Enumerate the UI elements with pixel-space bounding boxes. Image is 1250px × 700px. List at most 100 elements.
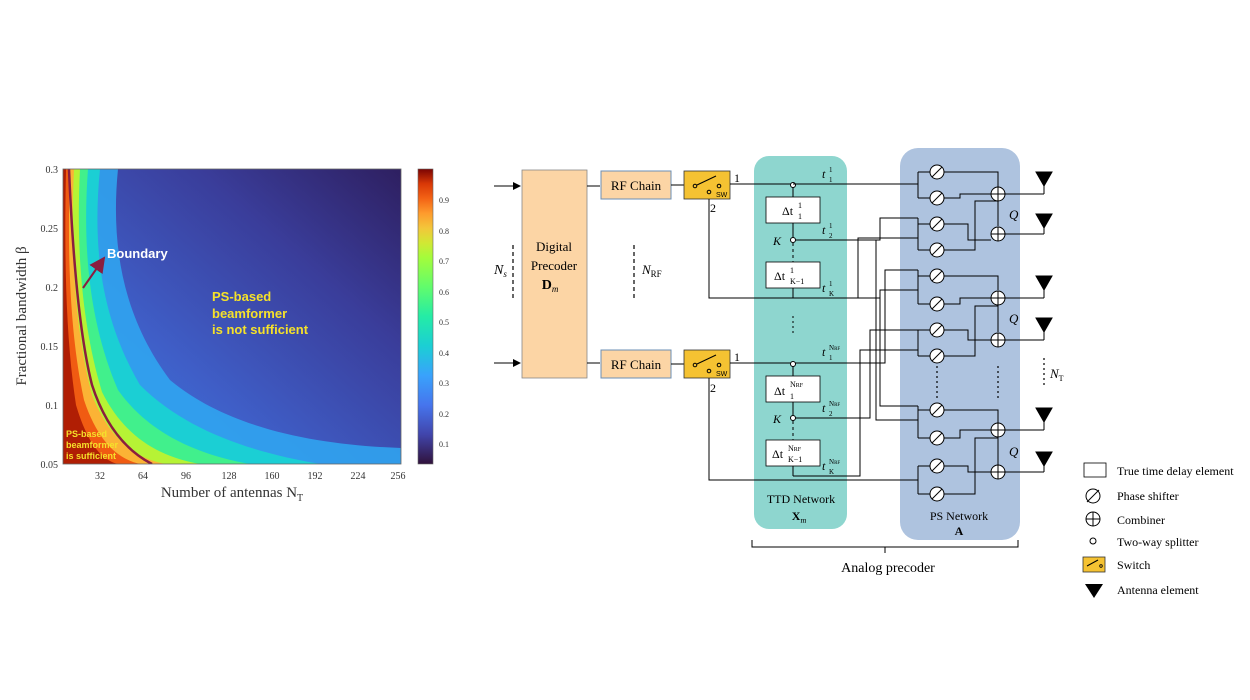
- ttd-sup: NRF: [788, 444, 802, 453]
- antenna: [1005, 275, 1053, 299]
- combiner: [990, 464, 1006, 480]
- ttd-sup-sub: RF: [796, 383, 804, 389]
- t-sub: 1: [829, 176, 833, 184]
- xtick-label: 224: [351, 471, 366, 482]
- t-sub: K: [829, 290, 834, 298]
- antenna-element-icon: [1085, 584, 1103, 598]
- t-sup-sub: RF: [834, 403, 840, 408]
- xtick-label: 160: [265, 471, 280, 482]
- t-sup: 1: [829, 280, 833, 288]
- digital-precoder-box: [521, 169, 588, 379]
- t-sup-sub: RF: [834, 347, 840, 352]
- nrf-label: NRF: [641, 262, 662, 279]
- true-time-delay-icon: [1083, 462, 1107, 478]
- t-label: t: [822, 401, 826, 415]
- colorbar: [417, 168, 434, 465]
- t-sup-main: N: [829, 400, 834, 408]
- ttd-sub: K−1: [790, 277, 804, 286]
- ttd-ps-wiring: [793, 183, 918, 477]
- ttd-element: [765, 375, 821, 403]
- combiner: [990, 186, 1006, 202]
- ttd-sub: K−1: [788, 455, 802, 464]
- ps-network-label: PS Network: [930, 509, 988, 523]
- t-label: t: [822, 281, 826, 295]
- k-label-1: K: [772, 234, 782, 248]
- sufficient-label-3: is sufficient: [66, 451, 116, 461]
- q-label: Q: [1009, 311, 1019, 326]
- port-2-bottom: 2: [710, 381, 716, 395]
- ttd-element-label: Δt: [774, 269, 786, 283]
- xtick-label: 64: [138, 471, 148, 482]
- combiner: [990, 422, 1006, 438]
- combiner: [990, 226, 1006, 242]
- x-axis-label-sub: T: [297, 493, 303, 504]
- t-sub: 2: [829, 410, 833, 418]
- ns-label-main: N: [493, 263, 504, 278]
- t-sub: K: [829, 468, 834, 476]
- cbar-tick: 0.2: [439, 410, 449, 419]
- boundary-arrow: [82, 256, 106, 289]
- phase-shifter-icon: [1085, 488, 1101, 504]
- ns-label: Ns: [493, 263, 507, 279]
- not-sufficient-label-2: beamformer: [212, 306, 287, 321]
- combiner: [990, 290, 1006, 306]
- nrf-label-main: N: [641, 262, 652, 277]
- cbar-tick: 0.4: [439, 349, 449, 358]
- ytick-label: 0.1: [46, 401, 59, 412]
- xtick-label: 32: [95, 471, 105, 482]
- antennas: [1005, 171, 1053, 473]
- k-label-2: K: [772, 412, 782, 426]
- t-sup: 1: [829, 222, 833, 230]
- cbar-tick: 0.9: [439, 196, 449, 205]
- sufficient-label-1: PS-based: [66, 429, 107, 439]
- analog-precoder-label: Analog precoder: [841, 561, 935, 576]
- nt-label-main: N: [1049, 366, 1060, 381]
- ns-label-sub: s: [503, 269, 507, 279]
- xtick-label: 128: [222, 471, 237, 482]
- cbar-tick: 0.6: [439, 288, 449, 297]
- legend-item-label: Two-way splitter: [1117, 535, 1198, 549]
- legend-item-label: Switch: [1117, 558, 1150, 572]
- ttd-element: [765, 439, 821, 467]
- splitter-icon: [1089, 537, 1097, 545]
- cbar-tick: 0.3: [439, 379, 449, 388]
- switch-icon: [1082, 556, 1106, 573]
- ps-network-var: A: [955, 524, 964, 538]
- t-label: t: [822, 459, 826, 473]
- x-axis-label-main: Number of antennas N: [161, 485, 297, 501]
- not-sufficient-label-1: PS-based: [212, 289, 271, 304]
- architecture-diagram: Ns Digital Precoder Dm NRF RF Chain RF C…: [493, 148, 1064, 576]
- ttd-var-main: X: [792, 509, 801, 523]
- legend: True time delay element Phase shifter Co…: [1082, 462, 1234, 598]
- legend-item-label: Antenna element: [1117, 583, 1199, 597]
- nt-label: NT: [1049, 366, 1064, 383]
- xtick-label: 192: [308, 471, 323, 482]
- cbar-tick: 0.5: [439, 318, 449, 327]
- colorbar-ticks: 0.9 0.8 0.7 0.6 0.5 0.4 0.3 0.2 0.1: [439, 196, 449, 449]
- t-sup-sub: RF: [834, 461, 840, 466]
- xtick-label: 256: [391, 471, 406, 482]
- legend-item-label: True time delay element: [1117, 464, 1234, 478]
- dt-base: Δt: [782, 204, 794, 218]
- ytick-label: 0.05: [41, 460, 59, 471]
- port-1-top: 1: [734, 171, 740, 185]
- ttd-element: [765, 196, 821, 224]
- switch-1: SW: [683, 170, 731, 200]
- port-1-bottom: 1: [734, 350, 740, 364]
- nrf-label-sub: RF: [651, 269, 662, 279]
- digital-var-main: D: [542, 278, 552, 293]
- t-sub: 1: [829, 354, 833, 362]
- ttd-sub: 1: [798, 212, 802, 221]
- analog-precoder-brace: [751, 540, 1019, 553]
- rf-chain-2-label: RF Chain: [611, 357, 662, 372]
- t-label: t: [822, 167, 826, 181]
- ytick-label: 0.3: [46, 165, 59, 176]
- legend-item-label: Combiner: [1117, 513, 1165, 527]
- ttd-sup-sub: RF: [794, 447, 802, 453]
- xtick-label: 96: [181, 471, 191, 482]
- boundary-curve: [67, 169, 153, 464]
- digital-var-sub: m: [552, 284, 559, 294]
- antenna: [1005, 451, 1053, 473]
- t-sup: NRF: [829, 458, 840, 466]
- t-sup-main: N: [829, 344, 834, 352]
